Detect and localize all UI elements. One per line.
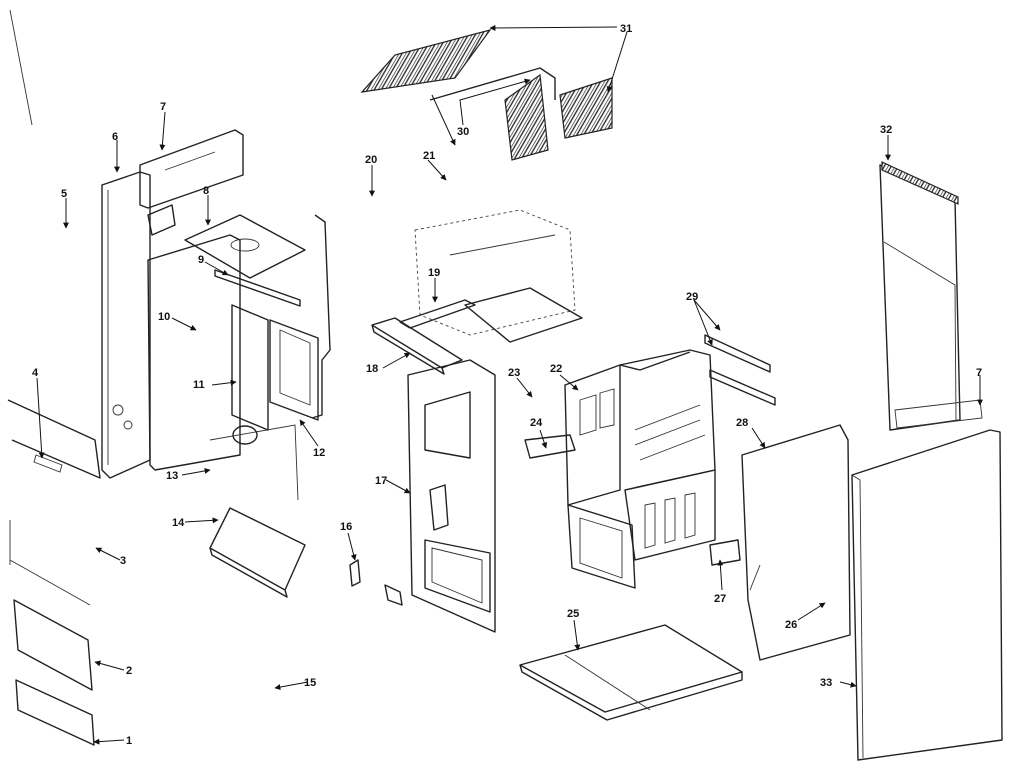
callout-30: 30: [457, 126, 469, 138]
rail-upper: [704, 334, 771, 373]
callout-28: 28: [736, 417, 748, 429]
callout-19: 19: [428, 267, 440, 279]
callout-24: 24: [530, 417, 543, 429]
callout-21: 21: [423, 150, 435, 162]
heat-exchanger-assembly: [524, 349, 741, 589]
callout-7-top: 7: [160, 101, 166, 113]
callout-10: 10: [158, 311, 170, 323]
callout-16: 16: [340, 521, 352, 533]
callout-17: 17: [375, 475, 387, 487]
callout-4: 4: [32, 367, 39, 379]
bottom-pan: [519, 624, 743, 721]
right-panels: [741, 161, 1003, 761]
callout-23: 23: [508, 367, 520, 379]
callout-32: 32: [880, 124, 892, 136]
filter-rack: [209, 507, 306, 598]
callout-12: 12: [313, 447, 325, 459]
callout-5: 5: [61, 188, 67, 200]
callout-31: 31: [620, 23, 632, 35]
callout-29: 29: [686, 291, 698, 303]
left-cabinet-assembly: [7, 129, 331, 501]
callout-18: 18: [366, 363, 378, 375]
callout-20: 20: [365, 154, 377, 166]
callout-25: 25: [567, 608, 579, 620]
leader-lines: [36, 24, 983, 745]
callout-13: 13: [166, 470, 178, 482]
rail-lower: [709, 369, 776, 406]
callout-1: 1: [126, 735, 132, 747]
lower-doors: [9, 520, 95, 746]
callout-33: 33: [820, 677, 832, 689]
front-panel-assembly: [349, 28, 613, 633]
callout-6: 6: [112, 131, 118, 143]
callout-27: 27: [714, 593, 726, 605]
callout-8: 8: [203, 185, 209, 197]
callout-9: 9: [198, 254, 204, 266]
callout-26: 26: [785, 619, 797, 631]
callout-14: 14: [172, 517, 185, 529]
callout-7-right: 7: [976, 367, 982, 379]
reference-line: [9, 9, 33, 126]
callout-labels: 1 2 3 4 5 6 7 7 8 9 10 11 12 13 14 15 16…: [32, 23, 982, 747]
callout-3: 3: [120, 555, 126, 567]
callout-15: 15: [304, 677, 316, 689]
callout-11: 11: [193, 379, 205, 391]
callout-22: 22: [550, 363, 562, 375]
callout-2: 2: [126, 665, 132, 677]
